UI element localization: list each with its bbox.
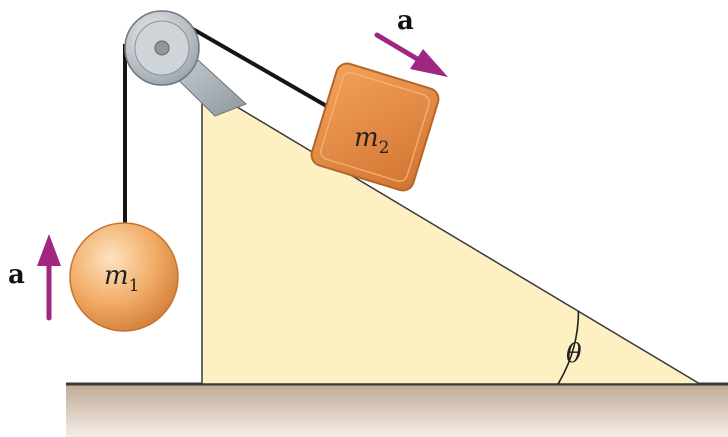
mass1-label: m1 <box>104 261 139 296</box>
accel-label-block: a <box>397 6 414 36</box>
mass2-label: m2 <box>354 123 389 158</box>
incline-wedge <box>201 84 703 385</box>
arrow-icon <box>37 234 61 321</box>
block-m2 <box>310 62 440 192</box>
ground <box>66 382 728 437</box>
sphere-m1 <box>69 222 179 332</box>
arrow-icon <box>374 32 448 77</box>
pulley-icon <box>124 10 200 86</box>
accel-label-sphere: a <box>8 260 25 290</box>
angle-arc <box>557 310 580 385</box>
angle-label: θ <box>566 339 582 369</box>
